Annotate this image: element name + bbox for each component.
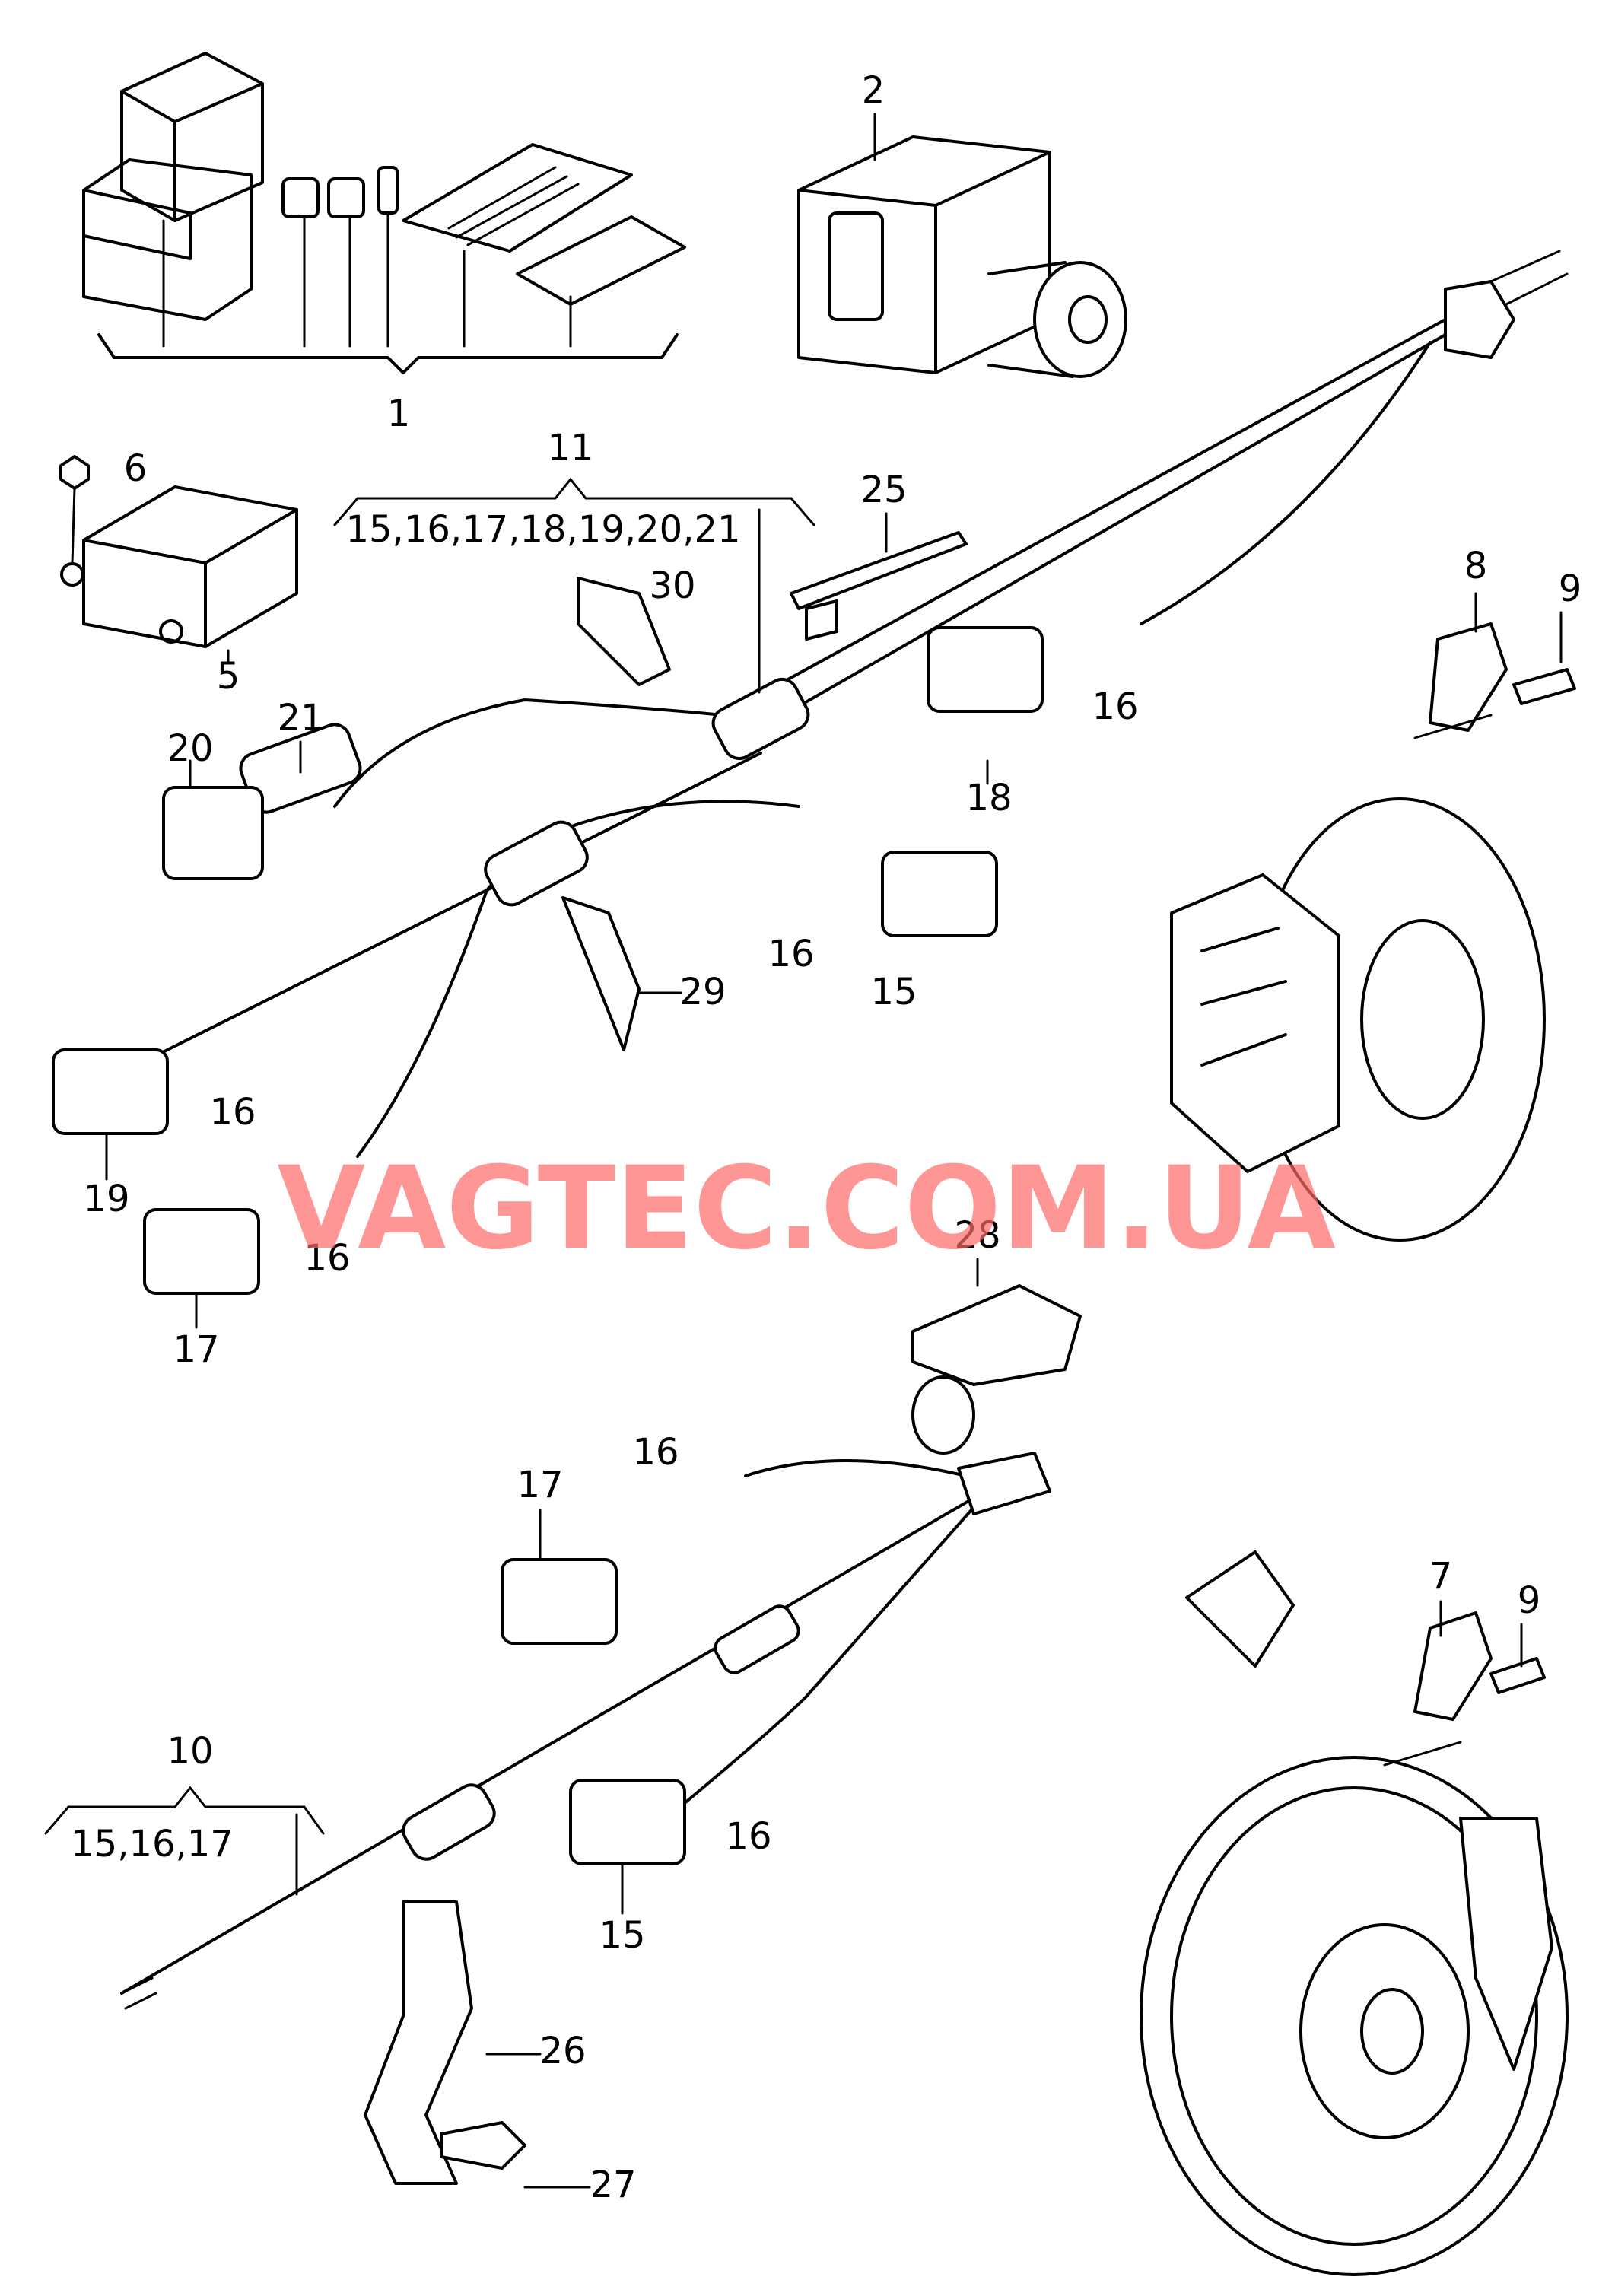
harness-10 [120,1284,1082,2185]
label-16-f: 16 [725,1815,771,1858]
label-29: 29 [679,971,726,1013]
leader-lines [105,512,1563,2189]
label-16-c: 16 [209,1091,256,1134]
bracket-10 [44,1786,325,1835]
label-28: 28 [954,1214,1000,1257]
label-21: 21 [277,697,323,739]
label-18: 18 [965,777,1012,819]
label-16-a: 16 [1092,685,1138,728]
label-10: 10 [167,1730,213,1773]
label-30: 30 [649,564,695,607]
label-10-group: 15,16,17 [71,1823,234,1865]
label-26: 26 [539,2030,586,2072]
control-unit [59,455,298,663]
label-2: 2 [862,69,885,112]
label-7: 7 [1429,1555,1453,1598]
abs-hydraulic-unit [797,113,1127,378]
label-16-b: 16 [768,933,814,975]
label-8: 8 [1464,545,1488,587]
upper-brake-assembly [1170,622,1576,1242]
label-1: 1 [387,393,411,435]
label-17-upper: 17 [173,1328,219,1371]
lower-brake-assembly [1140,1550,1569,2276]
harness-11 [52,250,1569,1295]
label-11: 11 [547,427,593,469]
label-15-lower: 15 [599,1914,645,1957]
callout-labels: 1 2 5 6 7 8 9 9 10 15,16,17 11 15,16,17,… [44,69,1582,2206]
bracket-11 [333,477,815,526]
label-25: 25 [860,469,907,511]
label-6: 6 [124,447,148,490]
label-15-upper: 15 [870,971,917,1013]
watermark: VAGTEC.COM.UA [277,1143,1335,1275]
label-9-upper: 9 [1559,568,1582,610]
label-9-lower: 9 [1518,1579,1541,1622]
label-16-d: 16 [304,1237,350,1280]
label-19: 19 [83,1178,129,1220]
label-27: 27 [590,2164,636,2206]
label-17-lower: 17 [517,1464,563,1506]
label-5: 5 [217,655,240,698]
abs-control-kit [82,52,686,374]
label-11-group: 15,16,17,18,19,20,21 [345,508,740,551]
label-16-e: 16 [632,1431,679,1474]
